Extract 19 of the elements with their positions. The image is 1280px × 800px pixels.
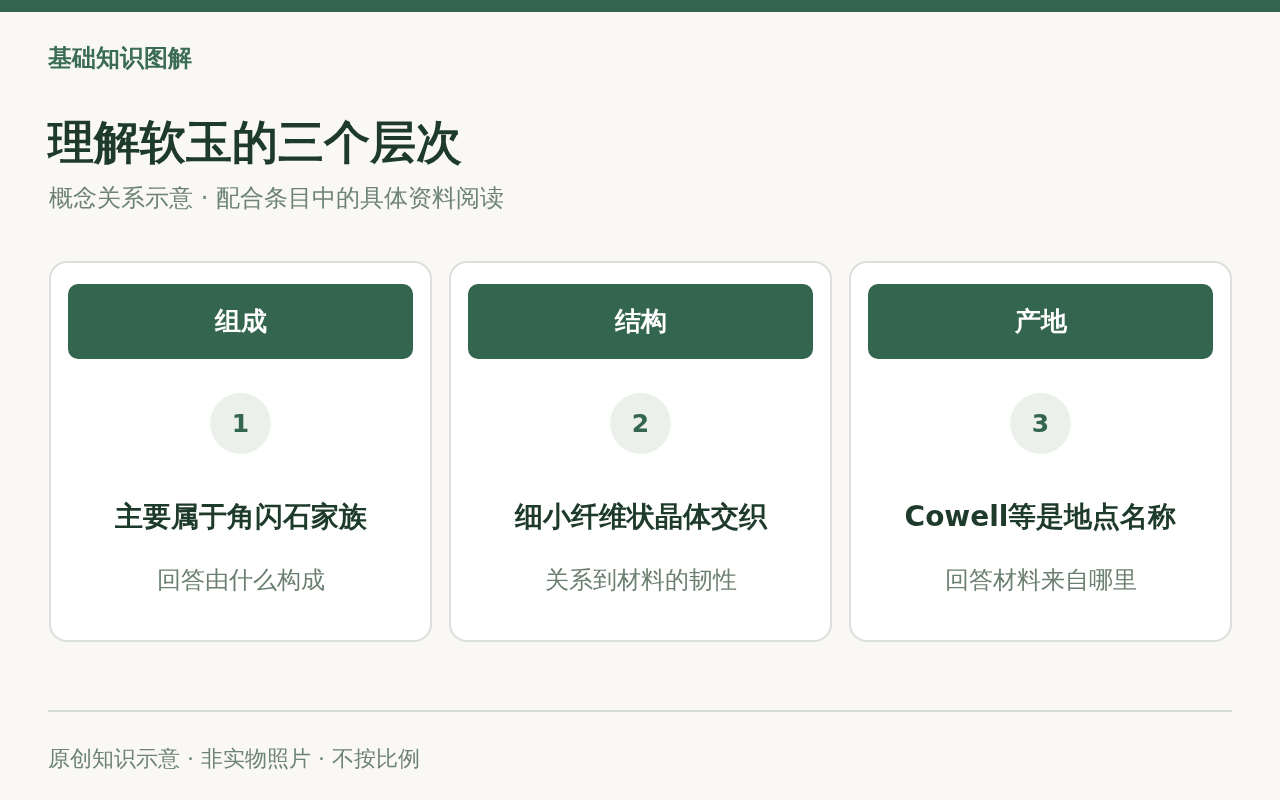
card-heading-text: 主要属于角闪石家族 bbox=[114, 500, 367, 533]
card-note: 关系到材料的韧性 bbox=[544, 566, 737, 594]
page-title: 理解软玉的三个层次 bbox=[48, 115, 462, 170]
heading-band: 结构 bbox=[468, 284, 813, 359]
number-circle: 3 bbox=[1010, 393, 1071, 454]
card-heading-text: 细小纤维状晶体交织 bbox=[514, 500, 767, 533]
kicker-text: 基础知识图解 bbox=[48, 44, 192, 73]
footnote: 原创知识示意 · 非实物照片 · 不按比例 bbox=[48, 745, 420, 772]
card bbox=[449, 261, 832, 642]
number-circle: 1 bbox=[210, 393, 271, 454]
subtitle: 概念关系示意 · 配合条目中的具体资料阅读 bbox=[49, 184, 504, 213]
heading-band: 产地 bbox=[868, 284, 1213, 359]
heading-band: 组成 bbox=[68, 284, 413, 359]
card-heading-text: Cowell等是地点名称 bbox=[904, 500, 1177, 533]
card-note: 回答材料来自哪里 bbox=[944, 566, 1137, 594]
card bbox=[849, 261, 1232, 642]
card bbox=[49, 261, 432, 642]
number-circle: 2 bbox=[610, 393, 671, 454]
card-note: 回答由什么构成 bbox=[156, 566, 325, 594]
